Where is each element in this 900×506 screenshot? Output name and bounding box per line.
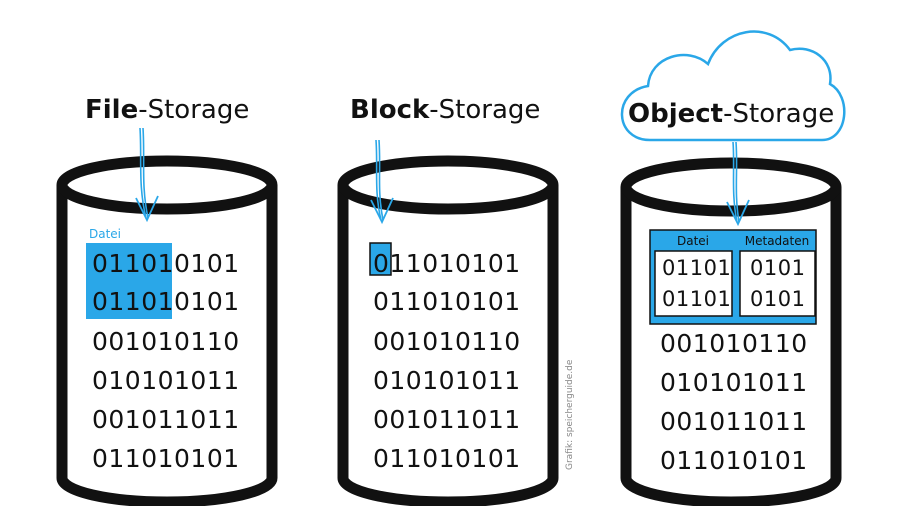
- block-storage-highlight: [369, 242, 392, 276]
- object-datei-value-2: 01101: [662, 287, 731, 311]
- object-datei-box: [654, 250, 733, 317]
- file-row-3: 001010110: [92, 327, 240, 356]
- object-storage-title-rest: -Storage: [723, 99, 834, 129]
- object-row-2: 010101011: [660, 368, 808, 397]
- block-row-4: 010101011: [373, 366, 521, 395]
- block-storage-cylinder: [337, 185, 559, 506]
- object-meta-value-1: 0101: [750, 256, 805, 280]
- block-storage-title: Block-Storage: [350, 95, 540, 125]
- block-row-1: 011010101: [373, 249, 521, 278]
- object-meta-label: Metadaten: [745, 234, 809, 248]
- object-storage-group: Object-Storage Datei Metadaten 01101 011…: [620, 30, 846, 506]
- file-row-1: 011010101: [92, 249, 240, 278]
- block-storage-arrow: [370, 139, 394, 225]
- block-storage-title-bold: Block: [350, 95, 430, 125]
- object-meta-value-2: 0101: [750, 287, 805, 311]
- object-storage-arrow: [726, 141, 750, 227]
- block-row-5: 001011011: [373, 405, 521, 434]
- object-storage-title-bold: Object: [628, 99, 723, 129]
- block-storage-cylinder-top: [337, 155, 559, 215]
- block-row-2: 011010101: [373, 287, 521, 316]
- file-storage-highlight: [86, 243, 172, 319]
- block-storage-title-rest: -Storage: [429, 95, 540, 125]
- file-row-5: 001011011: [92, 405, 240, 434]
- object-row-3: 001011011: [660, 407, 808, 436]
- object-row-4: 011010101: [660, 446, 808, 475]
- file-storage-arrow: [135, 127, 159, 223]
- credit-text: Grafik: speicherguide.de: [565, 359, 575, 470]
- object-storage-title: Object-Storage: [628, 99, 834, 129]
- block-row-3: 001010110: [373, 327, 521, 356]
- object-row-1: 001010110: [660, 329, 808, 358]
- file-storage-title-rest: -Storage: [138, 95, 249, 125]
- file-row-6: 011010101: [92, 444, 240, 473]
- file-storage-title: File-Storage: [85, 95, 249, 125]
- block-storage-group: Block-Storage 011010101 011010101 001010…: [337, 95, 559, 506]
- object-storage-cylinder-top: [620, 157, 842, 217]
- file-storage-cylinder-top: [56, 155, 278, 215]
- file-storage-label: Datei: [89, 227, 121, 241]
- file-row-4: 010101011: [92, 366, 240, 395]
- file-row-2: 011010101: [92, 287, 240, 316]
- file-storage-group: File-Storage Datei 011010101 011010101 0…: [56, 95, 278, 506]
- object-datei-value-1: 01101: [662, 256, 731, 280]
- object-meta-box: [739, 250, 816, 317]
- file-storage-title-bold: File: [85, 95, 138, 125]
- block-row-6: 011010101: [373, 444, 521, 473]
- object-datei-label: Datei: [677, 234, 709, 248]
- cloud-icon: [620, 30, 846, 142]
